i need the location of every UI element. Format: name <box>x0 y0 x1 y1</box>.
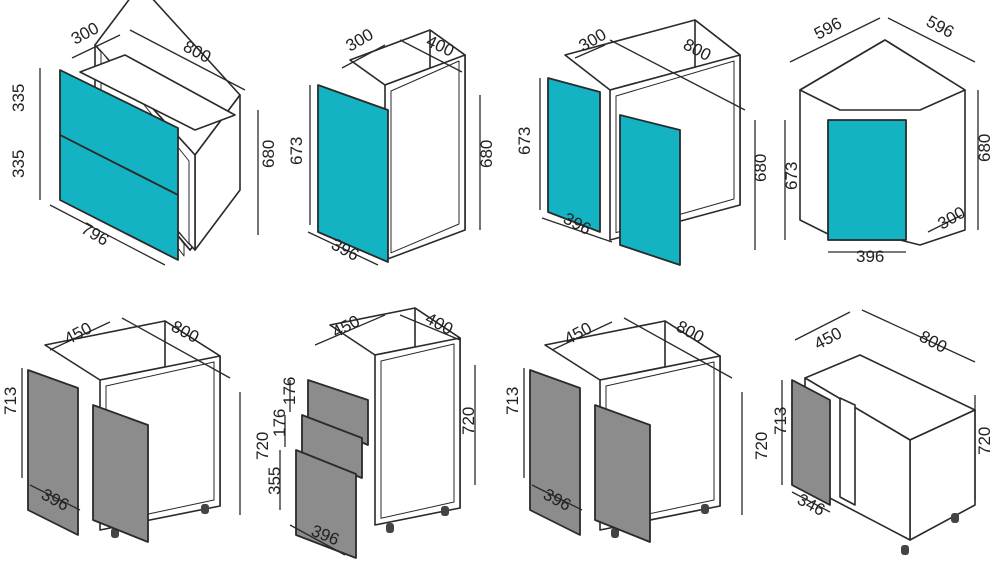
dim-height: 680 <box>975 134 994 162</box>
dim-height: 720 <box>253 432 272 460</box>
door-right <box>92 404 149 543</box>
dim-door-height: 673 <box>287 137 306 165</box>
drawer-front-bottom <box>295 449 357 559</box>
upper-single-door-body-opening <box>390 60 460 254</box>
dimension-line <box>574 44 606 59</box>
dimension-line <box>314 314 386 346</box>
dim-door-height: 713 <box>771 407 790 435</box>
dim-door-height: 713 <box>503 387 522 415</box>
dim-door-height: 673 <box>782 162 801 190</box>
dim-door-height: 713 <box>1 387 20 415</box>
door-right <box>594 404 651 543</box>
dimension-line <box>794 311 851 341</box>
door-left <box>529 369 581 536</box>
dim-height: 720 <box>459 407 478 435</box>
flap-door-bottom <box>59 134 179 261</box>
dimension-line <box>789 17 881 63</box>
dimension-line <box>399 39 463 73</box>
dim-height: 680 <box>751 154 770 182</box>
dim-height: 720 <box>752 432 771 460</box>
dim-height: 680 <box>477 140 496 168</box>
dim-depth: 300 <box>343 25 377 56</box>
dimension-line <box>307 231 379 266</box>
cabinet-leg <box>611 528 619 538</box>
dimension-line <box>71 34 121 59</box>
dim-side-width: 596 <box>811 13 845 43</box>
door-left <box>27 369 79 536</box>
cabinet-shapes <box>21 0 979 559</box>
dim-height: 720 <box>975 427 994 455</box>
dimension-line <box>129 29 246 91</box>
dimension-line <box>49 204 166 266</box>
upper-corner-top <box>799 39 966 111</box>
dimension-line <box>861 309 976 363</box>
cabinet-leg <box>901 545 909 555</box>
dimension-line <box>551 321 613 351</box>
dim-drawer-height: 355 <box>265 467 284 495</box>
door-left <box>547 77 601 233</box>
door <box>827 119 907 241</box>
drawer-front-top <box>307 379 369 446</box>
dimension-line <box>121 317 231 379</box>
dim-drawer-height: 176 <box>280 377 299 405</box>
cabinet-leg <box>201 504 209 514</box>
dimension-line <box>791 491 831 513</box>
dimension-line <box>49 321 111 351</box>
dim-flap-height: 335 <box>9 84 28 112</box>
dimension-line <box>341 44 386 69</box>
dimension-line <box>541 217 613 243</box>
dim-flap-height: 335 <box>9 150 28 178</box>
drawer-front-middle <box>301 414 363 479</box>
dim-side-width: 596 <box>923 12 957 42</box>
dim-width: 800 <box>916 327 950 357</box>
dim-height: 680 <box>259 140 278 168</box>
dimension-line <box>531 484 583 511</box>
dim-drawer-height: 176 <box>270 409 289 437</box>
dimension-line <box>609 39 746 111</box>
dim-door-width: 396 <box>856 247 884 266</box>
cabinet-leg <box>951 513 959 523</box>
base-corner-filler <box>839 397 856 506</box>
base-drawers-body-opening <box>380 343 455 519</box>
cabinet-leg <box>441 506 449 516</box>
cabinet-leg <box>386 523 394 533</box>
door <box>317 84 389 263</box>
dimension-line <box>623 317 733 379</box>
door-right <box>619 114 681 266</box>
dimension-line <box>887 17 976 63</box>
upper-two-flap-top <box>79 54 236 131</box>
cabinet-leg <box>701 504 709 514</box>
dimension-line <box>399 314 461 341</box>
dimension-line <box>927 214 963 233</box>
dim-door-height: 673 <box>515 127 534 155</box>
dim-depth: 450 <box>811 323 845 353</box>
dimension-line <box>289 524 346 556</box>
door <box>791 379 831 506</box>
dimension-line <box>29 484 81 511</box>
